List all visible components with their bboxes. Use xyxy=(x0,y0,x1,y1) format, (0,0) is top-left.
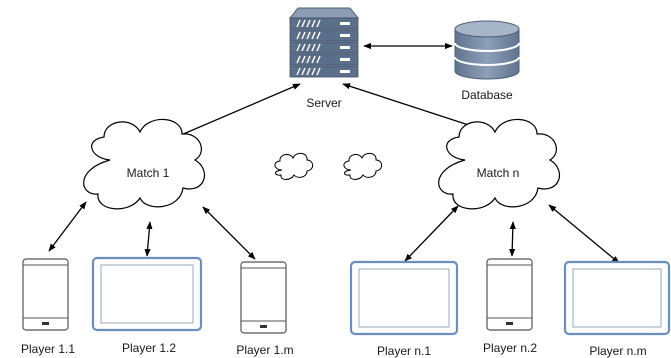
matchn-playern1-arrow xyxy=(404,205,459,262)
matchn-playern2-arrow xyxy=(509,221,516,257)
server-icon xyxy=(288,7,360,78)
database-label: Database xyxy=(461,88,513,102)
player-label: Player n.m xyxy=(589,344,646,358)
match-n-label: Match n xyxy=(477,166,520,180)
player-label: Player 1.2 xyxy=(122,341,176,355)
player-label: Player 1.1 xyxy=(21,342,75,356)
match-1-label: Match 1 xyxy=(127,166,170,180)
player-1-1-phone-icon xyxy=(22,258,69,331)
player-n-m-tablet-icon xyxy=(563,260,671,336)
player-label: Player n.1 xyxy=(377,344,431,358)
server-label: Server xyxy=(306,96,341,110)
connectors xyxy=(48,42,620,264)
match1-player1m-arrow xyxy=(202,206,256,260)
player-n-1-tablet-icon xyxy=(349,260,459,336)
server-matchn-arrow xyxy=(342,83,488,132)
matchn-playernm-arrow xyxy=(548,204,620,264)
player-n-2-phone-icon xyxy=(486,258,533,331)
database-icon xyxy=(454,20,520,80)
small-cloud-icon-1 xyxy=(274,152,314,180)
player-label: Player n.2 xyxy=(483,341,537,355)
player-1-2-tablet-icon xyxy=(91,256,203,332)
small-cloud-icon-2 xyxy=(343,152,383,180)
match-n-cloud xyxy=(438,118,560,210)
match-1-cloud xyxy=(83,118,205,210)
player-label: Player 1.m xyxy=(236,343,293,357)
match1-player11-arrow xyxy=(48,201,87,252)
player-1-m-phone-icon xyxy=(240,261,287,334)
match1-player12-arrow xyxy=(144,221,153,257)
